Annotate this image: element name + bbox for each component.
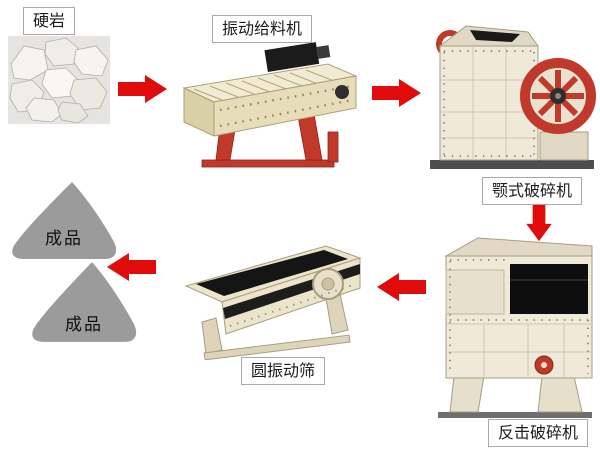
product-label: 成品 — [45, 229, 83, 249]
arrow-left-icon — [376, 272, 426, 302]
arrow-down-icon — [524, 202, 554, 242]
jaw-crusher-icon — [430, 25, 596, 169]
product-label: 成品 — [65, 315, 103, 335]
jaw-crusher-label: 颚式破碎机 — [482, 177, 583, 205]
arrow-left-icon — [106, 252, 156, 282]
rock-pile-icon — [8, 36, 110, 124]
hard-rock-image — [8, 36, 110, 124]
product-cone-icon — [12, 182, 117, 259]
vibrating-feeder-label: 振动给料机 — [212, 15, 313, 43]
arrow-right-icon — [118, 74, 168, 104]
product-cone-icon — [32, 262, 137, 342]
arrow-right-icon — [372, 78, 422, 108]
impact-crusher-icon — [438, 237, 593, 418]
vibrating-screen-icon — [184, 245, 362, 360]
product-pile-2: 成品 — [28, 260, 140, 345]
vibrating-feeder-image — [176, 36, 368, 174]
impact-crusher-image — [424, 224, 600, 422]
product-pile-1: 成品 — [8, 180, 120, 262]
impact-crusher-label: 反击破碎机 — [488, 419, 589, 447]
vibrating-feeder-icon — [182, 42, 358, 168]
vibrating-screen-image — [180, 226, 372, 360]
vibrating-screen-label: 圆振动筛 — [241, 357, 326, 385]
hard-rock-label: 硬岩 — [23, 7, 76, 35]
jaw-crusher-image — [426, 18, 598, 173]
